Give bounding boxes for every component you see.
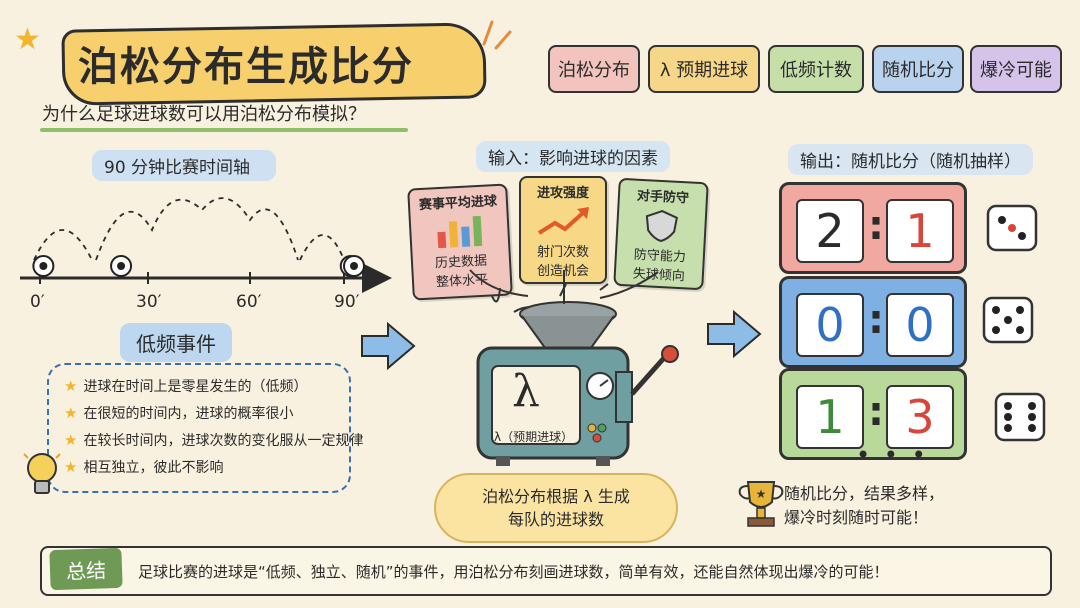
sparkle-icon [482, 20, 512, 50]
bullet-item: ★ 相互独立，彼此不影响 [64, 457, 223, 477]
tag-poisson: 泊松分布 [548, 45, 640, 93]
lambda-label: λ（预期进球） [494, 430, 574, 444]
output-title: 输出：随机比分（随机抽样） [788, 144, 1033, 175]
tick-label-60: 60′ [236, 292, 262, 312]
star-icon: ★ [14, 22, 41, 57]
home-score: 0 [796, 293, 864, 357]
low-freq-box [47, 363, 351, 493]
tag-low-frequency: 低频计数 [768, 45, 864, 93]
card-line: 创造机会 [536, 264, 589, 279]
svg-text:★: ★ [756, 487, 767, 501]
low-freq-label: 低频事件 [120, 323, 232, 362]
dice-icon [994, 392, 1046, 442]
star-icon: ★ [64, 377, 78, 395]
tag-label: 爆冷可能 [980, 60, 1052, 81]
score-separator: : [868, 297, 884, 343]
page-title: 泊松分布生成比分 [78, 44, 414, 90]
shield-icon [645, 209, 679, 243]
bullet-item: ★ 在很短的时间内，进球的概率很小 [64, 403, 293, 423]
tag-label: λ 预期进球 [659, 60, 749, 81]
star-icon: ★ [64, 458, 78, 476]
tag-label: 泊松分布 [558, 60, 630, 81]
bounce-arcs [33, 197, 345, 261]
question-heading: 为什么足球进球数可以用泊松分布模拟？ [42, 104, 366, 125]
note-line: 爆冷时刻随时可能！ [784, 508, 929, 527]
output-note: 随机比分，结果多样， 爆冷时刻随时可能！ [784, 482, 944, 530]
away-score: 3 [886, 385, 954, 449]
tag-upset: 爆冷可能 [970, 45, 1062, 93]
poisson-machine [476, 283, 679, 466]
speech-line: 每队的进球数 [507, 510, 604, 529]
card-title: 进攻强度 [536, 186, 589, 201]
summary-text: 足球比赛的进球是“低频、独立、随机”的事件，用泊松分布刻画进球数，简单有效，还能… [138, 563, 889, 581]
away-score: 0 [886, 293, 954, 357]
card-line: 射门次数 [536, 245, 589, 260]
tag-label: 随机比分 [882, 60, 954, 81]
arrow-right-icon [361, 322, 416, 370]
tag-label: 低频计数 [780, 60, 852, 81]
trophy-icon: ★ [738, 481, 784, 527]
more-scores-ellipsis: • • • [856, 441, 929, 469]
soccer-ball-patch [39, 262, 48, 270]
timeline-chart [20, 197, 392, 293]
lightbulb-icon [23, 453, 61, 494]
factor-card-defense: 对手防守 防守能力 失球倾向 [613, 177, 709, 291]
star-icon: ★ [64, 404, 78, 422]
summary-bar [40, 546, 1052, 596]
question-underline [40, 128, 408, 132]
score-separator: : [868, 203, 884, 249]
bullet-text: 相互独立，彼此不影响 [83, 460, 224, 476]
factor-card-league-average: 赛事平均进球 历史数据 整体水平 [407, 183, 513, 301]
soccer-ball-patch [117, 262, 126, 270]
soccer-ball-patch [350, 262, 358, 270]
bullet-item: ★ 在较长时间内，进球次数的变化服从一定规律 [64, 430, 363, 450]
tick-label-0: 0′ [30, 292, 45, 312]
factor-card-attack: 进攻强度 射门次数 创造机会 [519, 176, 607, 284]
input-arrows [469, 269, 659, 304]
away-score: 1 [886, 199, 954, 263]
scoreboard: 1 : 3 [779, 368, 967, 460]
star-icon: ★ [64, 431, 78, 449]
bullet-item: ★ 进球在时间上是零星发生的（低频） [64, 376, 307, 396]
bar-chart-icon [437, 215, 483, 249]
trend-up-icon [537, 207, 589, 235]
note-line: 随机比分，结果多样， [784, 484, 945, 503]
input-title: 输入：影响进球的因素 [476, 141, 670, 172]
scoreboard: 2 : 1 [779, 182, 967, 274]
tick-label-90: 90′ [334, 292, 360, 312]
home-score: 1 [796, 385, 864, 449]
bullet-text: 进球在时间上是零星发生的（低频） [83, 379, 308, 395]
home-score: 2 [796, 199, 864, 263]
score-separator: : [868, 389, 884, 435]
summary-tag: 总结 [49, 547, 123, 591]
dice-icon [986, 204, 1038, 252]
bullet-text: 在很短的时间内，进球的概率很小 [83, 406, 294, 422]
speech-line: 泊松分布根据 λ 生成 [482, 487, 630, 506]
tag-random-score: 随机比分 [872, 45, 964, 93]
dice-icon [982, 296, 1034, 344]
bullet-text: 在较长时间内，进球次数的变化服从一定规律 [83, 433, 364, 449]
lambda-symbol: λ [512, 366, 540, 417]
arrow-right-icon [707, 310, 762, 358]
goal-balls [32, 255, 365, 277]
speech-bubble: 泊松分布根据 λ 生成 每队的进球数 [434, 473, 678, 543]
scoreboard: 0 : 0 [779, 276, 967, 368]
tick-label-30: 30′ [136, 292, 162, 312]
tag-lambda: λ 预期进球 [648, 45, 760, 93]
timeline-title: 90 分钟比赛时间轴 [92, 150, 276, 181]
